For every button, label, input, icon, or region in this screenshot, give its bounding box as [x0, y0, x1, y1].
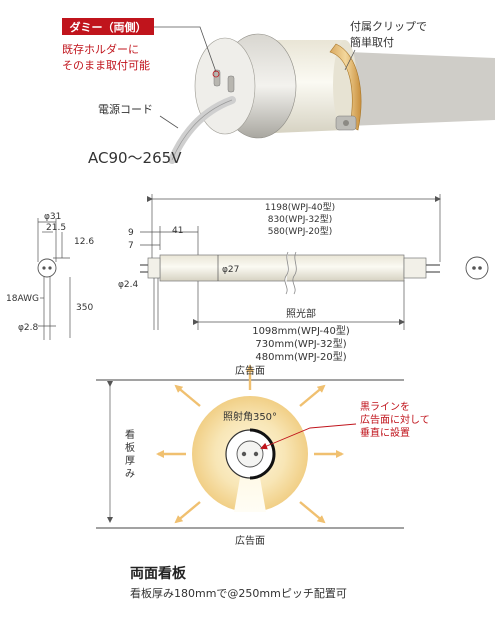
break-mark	[284, 251, 289, 295]
end-view-right	[465, 256, 489, 280]
clip-leader-line	[344, 49, 356, 71]
light-arrow	[174, 501, 201, 524]
light-arrow	[174, 384, 201, 407]
irradiation-angle: 照射角350°	[223, 411, 277, 423]
dim-d27: φ27	[222, 265, 239, 275]
lit-label: 照光部	[286, 307, 316, 320]
end-view-circle	[465, 256, 489, 280]
dim-d28: φ2.8	[18, 323, 39, 333]
cross-section-view	[96, 364, 404, 529]
tube-outline	[159, 254, 405, 282]
mounting-clip	[329, 43, 362, 131]
side-view-tube	[140, 194, 441, 330]
dim-41: 41	[172, 226, 183, 236]
red-note-line-2: 広告面に対して	[360, 413, 430, 426]
total-length-40: 1198(WPJ-40型)	[265, 202, 335, 213]
product-illustration	[168, 33, 495, 164]
dummy-leader-dot	[212, 70, 220, 78]
cord-leader-line	[159, 115, 179, 129]
dummy-leader-line	[154, 26, 217, 73]
lit-length-40: 1098mm(WPJ-40型)	[252, 324, 350, 337]
power-cord-edge	[171, 99, 233, 161]
dim-215: 21.5	[46, 223, 66, 233]
dummy-pin	[213, 69, 221, 87]
end-view-pin	[472, 266, 476, 270]
top-face-label: 広告面	[235, 364, 265, 377]
dummy-badge	[62, 18, 154, 35]
clip-screw	[343, 120, 349, 126]
tube-pin-dot	[241, 451, 247, 457]
lit-length-20: 480mm(WPJ-20型)	[255, 350, 346, 363]
dim-350: 350	[76, 303, 93, 313]
caption-text: 看板厚み180mmで@250mmピッチ配置可	[130, 586, 347, 600]
dummy-note-line-2: そのまま取付可能	[62, 58, 150, 72]
thickness-char-1: 看	[125, 428, 135, 441]
end-view-pin	[478, 266, 482, 270]
voltage-label: AC90〜265V	[88, 149, 182, 167]
red-note-line-1: 黒ラインを	[360, 401, 410, 413]
thickness-char-3: 厚	[125, 455, 135, 467]
tube-inner	[236, 440, 264, 468]
dim-126: 12.6	[74, 237, 94, 247]
tube-cap-left	[147, 257, 161, 279]
caption-title: 両面看板	[130, 565, 187, 582]
dummy-pin	[227, 75, 235, 93]
lit-length-32: 730mm(WPJ-32型)	[255, 337, 346, 350]
break-mark	[292, 251, 297, 295]
end-view-pin	[42, 266, 46, 270]
end-view-left	[37, 218, 71, 340]
thickness-char-2: 板	[125, 441, 135, 454]
light-arrow	[299, 501, 326, 524]
end-view-pin	[48, 266, 52, 270]
light-arrow	[299, 384, 326, 407]
dim-d31: φ31	[44, 212, 61, 222]
clip-note-line-1: 付属クリップで	[350, 20, 427, 33]
total-length-20: 580(WPJ-20型)	[268, 226, 333, 237]
tube-pin-dot	[253, 451, 259, 457]
awg-label: 18AWG	[6, 294, 39, 304]
light-gap	[234, 472, 266, 512]
dim-7: 7	[128, 241, 134, 251]
dim-9: 9	[128, 228, 134, 238]
bottom-face-label: 広告面	[235, 534, 265, 547]
tube-cap-right	[403, 257, 427, 279]
red-note-line-3: 垂直に設置	[360, 426, 410, 439]
dummy-badge-text: ダミー（両側）	[70, 20, 147, 34]
clip-note-line-2: 簡単取付	[350, 35, 394, 49]
total-length-32: 830(WPJ-32型)	[268, 214, 333, 225]
dummy-note-line-1: 既存ホルダーに	[62, 42, 139, 56]
dim-d24: φ2.4	[118, 280, 139, 290]
end-view-circle	[37, 258, 57, 278]
black-line-marker	[249, 428, 276, 480]
thickness-char-4: み	[125, 469, 135, 480]
cord-label: 電源コード	[98, 102, 153, 116]
black-line-leader	[260, 423, 357, 450]
